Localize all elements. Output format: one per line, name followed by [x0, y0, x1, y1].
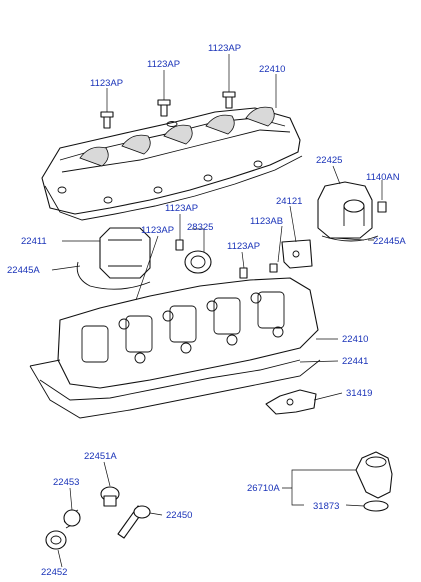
label-22452[interactable]: 22452 [41, 567, 67, 578]
plug-28325 [175, 239, 248, 279]
label-22450[interactable]: 22450 [166, 510, 192, 521]
label-1123ap-d[interactable]: 1123AP [165, 203, 198, 214]
label-1123ap-c[interactable]: 1123AP [208, 43, 241, 54]
bolt-washer-set [45, 486, 151, 550]
label-22411[interactable]: 22411 [21, 236, 47, 247]
head-gasket-assembly [29, 277, 321, 419]
label-22451a[interactable]: 22451A [84, 451, 117, 462]
label-31873[interactable]: 31873 [313, 501, 339, 512]
label-22410-mid[interactable]: 22410 [342, 334, 368, 345]
label-31419[interactable]: 31419 [346, 388, 372, 399]
label-22425[interactable]: 22425 [316, 155, 342, 166]
label-22445a-left[interactable]: 22445A [7, 265, 40, 276]
label-1123ap-a[interactable]: 1123AP [90, 78, 123, 89]
label-1123ap-e[interactable]: 1123AP [141, 225, 174, 236]
label-28325[interactable]: 28325 [187, 222, 213, 233]
bracket [269, 239, 313, 273]
label-24121[interactable]: 24121 [276, 196, 302, 207]
hose-assembly [355, 451, 393, 512]
label-22453[interactable]: 22453 [53, 477, 79, 488]
bracket-31419 [265, 389, 317, 415]
label-1123ap-f[interactable]: 1123AP [227, 241, 260, 252]
label-1123ab[interactable]: 1123AB [250, 216, 283, 227]
label-22445a-right[interactable]: 22445A [373, 236, 406, 247]
part-labels: 1123AP 1123AP 1123AP 22410 22425 1140AN … [7, 43, 406, 578]
cap-22411 [76, 227, 151, 290]
breather-cap [317, 181, 387, 242]
label-22410-top[interactable]: 22410 [259, 64, 285, 75]
label-22441[interactable]: 22441 [342, 356, 368, 367]
leader-lines [51, 54, 383, 568]
rocker-cover [41, 106, 303, 221]
label-26710a[interactable]: 26710A [247, 483, 280, 494]
label-1123ap-b[interactable]: 1123AP [147, 59, 180, 70]
label-1140an[interactable]: 1140AN [366, 172, 400, 183]
cover-bolts [100, 91, 236, 129]
